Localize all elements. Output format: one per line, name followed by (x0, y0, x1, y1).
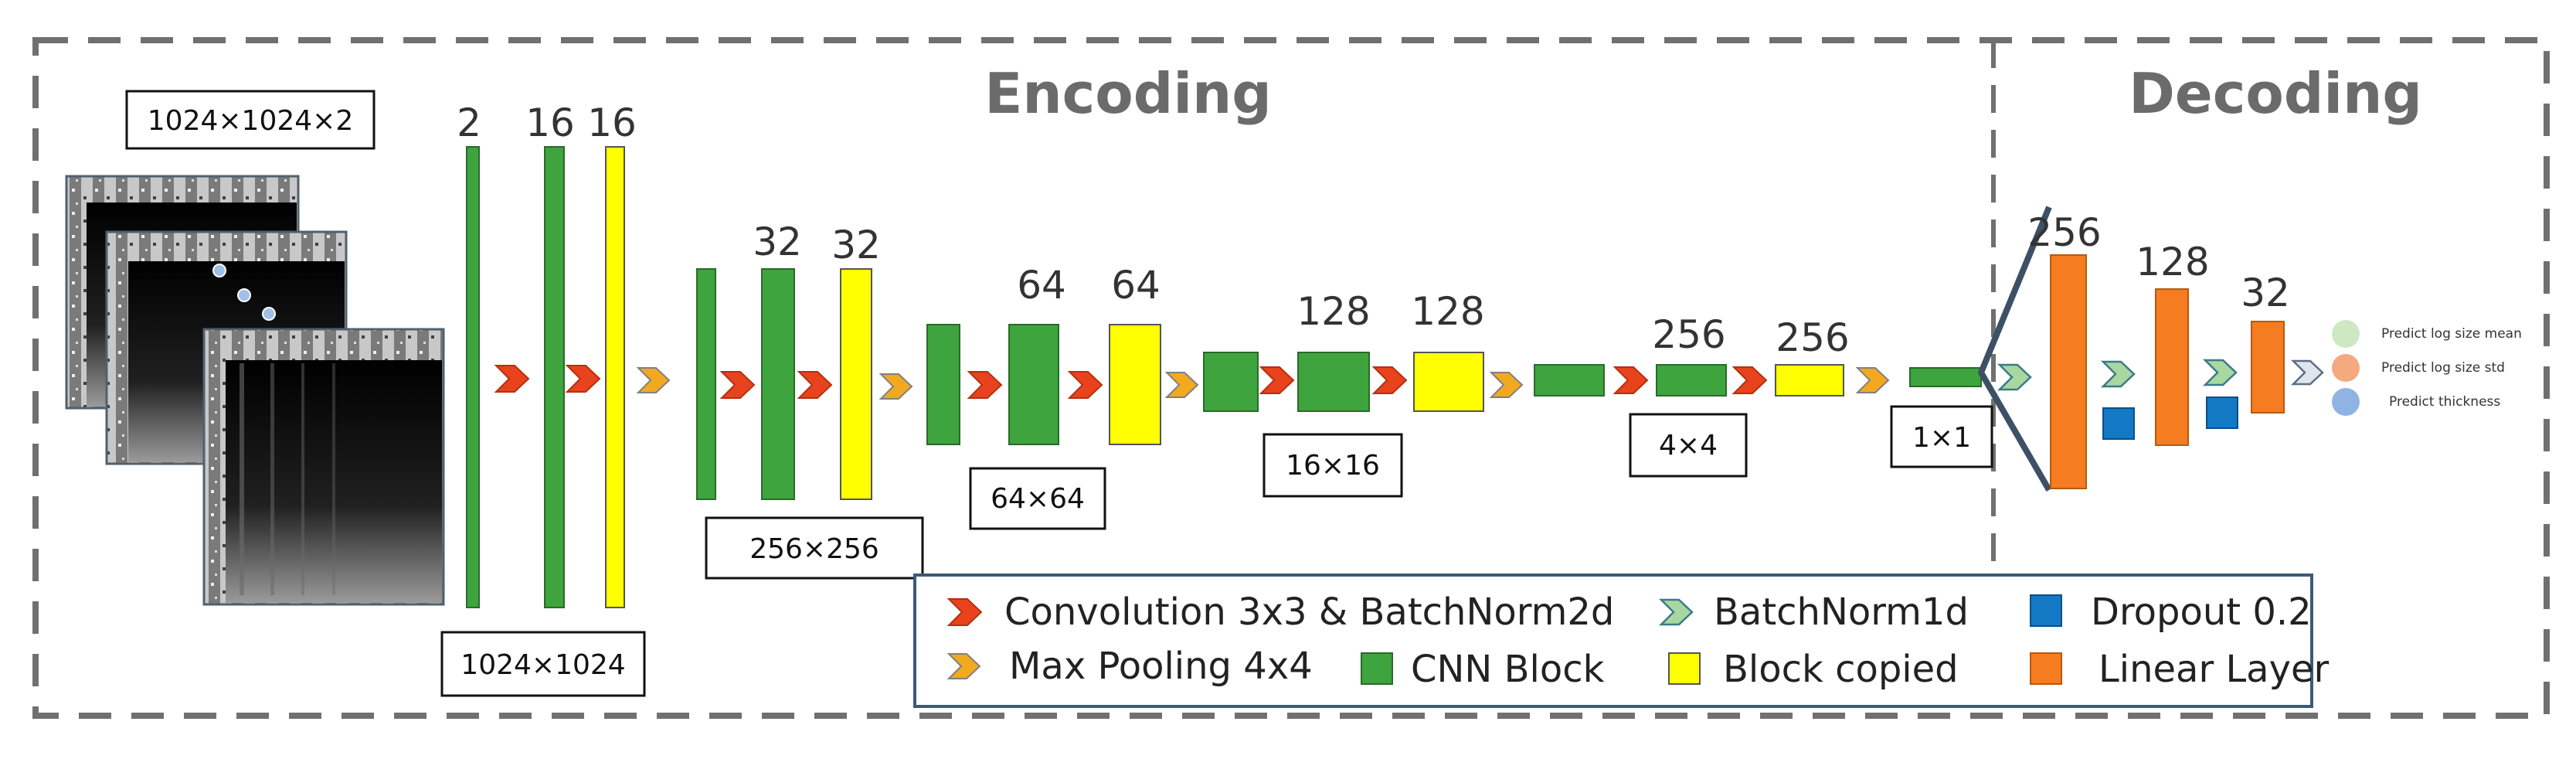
output-dot-std (2332, 354, 2360, 382)
channels-1c: 16 (587, 100, 637, 145)
resolution-box-5 (1629, 413, 1748, 478)
channels-2b: 32 (753, 220, 802, 264)
cnn-block-3b (1008, 324, 1059, 445)
conv-arrow-8 (1373, 366, 1407, 394)
resolution-6: 1×1 (1912, 422, 1971, 454)
output-arrow (2292, 359, 2324, 386)
output-dot-thickness (2332, 388, 2360, 416)
copied-block-3 (1109, 324, 1161, 445)
output-predictions: Predict log size mean Predict log size s… (2332, 320, 2522, 416)
conv-arrow-2 (566, 365, 600, 393)
legend-copied-icon (1668, 652, 1701, 685)
copied-block-5 (1775, 364, 1844, 397)
dropout-1 (2102, 407, 2135, 440)
pool-arrow-3 (1166, 372, 1198, 398)
conv-arrow-7 (1260, 366, 1294, 394)
input-shape-label: 1024×1024×2 (148, 105, 353, 137)
conv-arrow-4 (798, 371, 832, 399)
pool-arrow-4 (1490, 372, 1523, 398)
linear-layer-2 (2155, 288, 2189, 446)
conv-arrow-6 (1069, 371, 1103, 399)
legend-bn1d-label: BatchNorm1d (1714, 591, 1969, 634)
cnn-block-2a (696, 268, 716, 500)
legend-dropout-icon (2030, 594, 2062, 627)
pool-arrow-1 (637, 367, 670, 393)
cnn-block-1a (466, 146, 480, 608)
input-image-stack (65, 175, 445, 606)
resolution-box-2 (705, 516, 924, 580)
cnn-block-3a (926, 324, 960, 445)
cnn-block-2b (761, 268, 795, 500)
legend-linear-icon (2030, 652, 2062, 685)
input-shape-box (125, 90, 376, 150)
cnn-block-5b (1656, 364, 1727, 397)
bn1d-arrow-2 (2102, 360, 2136, 388)
channels-d2: 128 (2136, 240, 2209, 284)
encoding-title: Encoding (984, 61, 1272, 126)
pool-arrow-5 (1857, 367, 1889, 393)
conv-arrow-9 (1614, 366, 1648, 394)
resolution-box-3 (969, 467, 1106, 530)
cnn-block-4b (1297, 352, 1370, 412)
channels-d1: 256 (2027, 210, 2101, 255)
dropout-2 (2206, 397, 2238, 429)
bn1d-arrow-1 (1998, 363, 2032, 391)
cnn-block-6 (1909, 367, 1982, 387)
legend-cnn-icon (1361, 652, 1393, 685)
conv-arrow-5 (968, 371, 1002, 399)
legend: Convolution 3x3 & BatchNorm2d BatchNorm1… (913, 573, 2330, 708)
output-dot-mean (2332, 320, 2360, 348)
channels-1b: 16 (525, 100, 575, 145)
output-label-std: Predict log size std (2381, 360, 2505, 376)
channels-4b: 128 (1296, 289, 1370, 334)
outer-dashed-border (32, 37, 2550, 719)
copied-block-4 (1413, 352, 1484, 412)
bn1d-arrow-3 (2204, 359, 2238, 386)
channels-d3: 32 (2241, 271, 2290, 315)
channels-3b: 64 (1017, 263, 1066, 308)
channels-2c: 32 (831, 223, 881, 267)
output-label-thickness: Predict thickness (2389, 394, 2500, 410)
decoding-title: Decoding (2129, 61, 2422, 126)
resolution-1: 1024×1024 (460, 649, 625, 681)
output-label-mean: Predict log size mean (2381, 326, 2522, 342)
legend-dropout-label: Dropout 0.2 (2091, 591, 2312, 634)
conv-arrow-10 (1733, 366, 1767, 394)
legend-pool-label: Max Pooling 4x4 (1009, 645, 1313, 688)
cnn-block-5a (1534, 364, 1605, 397)
resolution-4: 16×16 (1286, 450, 1380, 482)
legend-cnn-label: CNN Block (1411, 648, 1605, 691)
cnn-block-1b (544, 146, 565, 608)
legend-copied-label: Block copied (1723, 648, 1959, 691)
copied-block-2 (840, 268, 872, 500)
resolution-box-6 (1890, 405, 1993, 468)
channels-3c: 64 (1111, 263, 1161, 308)
resolution-box-4 (1263, 433, 1403, 498)
channels-1a: 2 (457, 100, 481, 145)
legend-linear-label: Linear Layer (2099, 648, 2330, 691)
linear-layer-3 (2251, 321, 2285, 414)
cnn-block-4a (1203, 352, 1259, 412)
resolution-3: 64×64 (991, 483, 1085, 515)
conv-arrow-1 (495, 365, 529, 393)
resolution-5: 4×4 (1659, 430, 1718, 461)
fanout-lines (1978, 206, 2052, 492)
channels-5c: 256 (1776, 315, 1849, 360)
copied-block-1 (605, 146, 625, 608)
input-image-3 (202, 328, 445, 606)
resolution-box-1 (440, 631, 646, 697)
legend-conv-label: Convolution 3x3 & BatchNorm2d (1004, 591, 1614, 634)
legend-box (913, 573, 2313, 708)
conv-arrow-3 (721, 371, 755, 399)
channels-4c: 128 (1411, 289, 1484, 334)
resolution-2: 256×256 (749, 533, 879, 565)
linear-layer-1 (2050, 254, 2087, 489)
pool-arrow-2 (880, 373, 912, 400)
channels-5b: 256 (1652, 312, 1725, 357)
